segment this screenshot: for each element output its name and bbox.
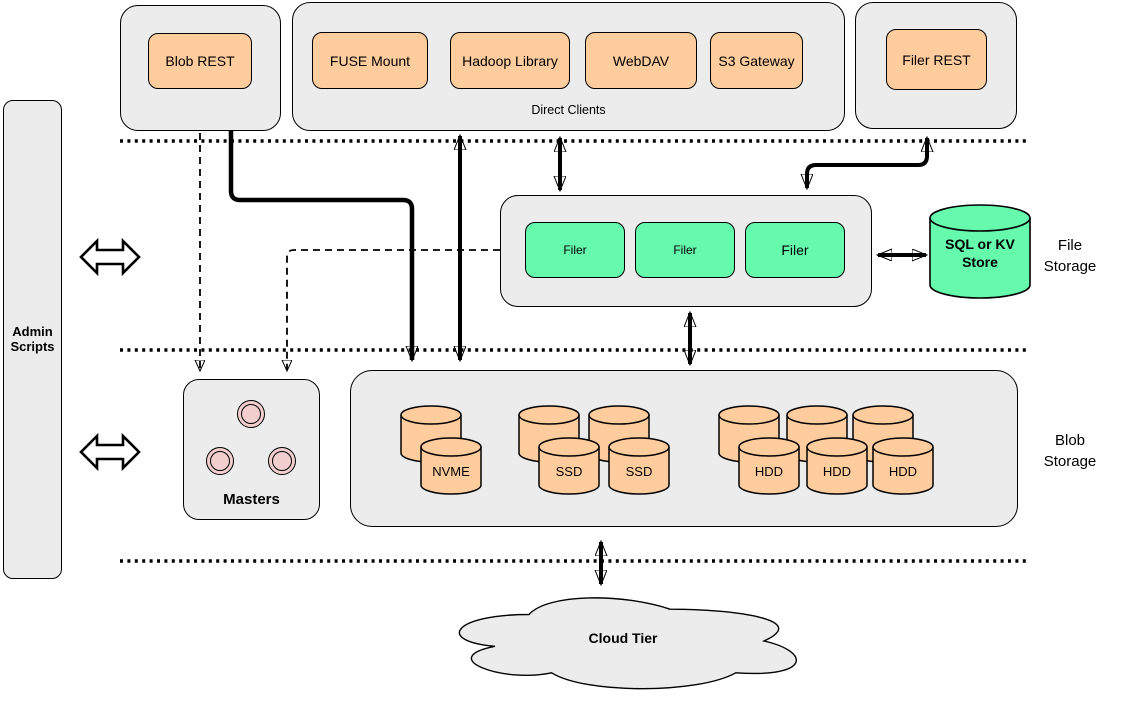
disk-cylinder-hdd: HDD [738,437,800,495]
filer-rest-node: Filer REST [886,29,987,90]
filer-label-3: Filer [781,242,809,258]
disk-cylinder-hdd: HDD [872,437,934,495]
disk-label: HDD [888,464,918,479]
filer-node-1: Filer [525,222,625,278]
fuse-mount-label: FUSE Mount [329,52,411,69]
filer-label-1: Filer [563,243,587,257]
filer-node-2: Filer [635,222,735,278]
file-storage-side-label: File Storage [1043,237,1097,275]
disk-cylinder-ssd: SSD [608,437,670,495]
cloud-tier-shape [435,588,811,694]
bidirectional-arrow-icon [79,237,141,277]
admin-scripts-label: Admin Scripts [10,323,55,354]
fuse-mount-node: FUSE Mount [312,32,428,89]
master-node-icon [206,447,234,475]
blob-storage-side-label: Blob Storage [1043,432,1097,470]
direct-clients-caption: Direct Clients [531,103,606,117]
filer-rest-label: Filer REST [902,51,971,68]
filer-node-3: Filer [745,222,845,278]
disk-cylinder-hdd: HDD [806,437,868,495]
disk-label: HDD [754,464,784,479]
filer-label-2: Filer [673,243,697,257]
blob-rest-label: Blob REST [165,53,235,69]
disk-cylinder-nvme: NVME [420,437,482,495]
cloud-tier-label: Cloud Tier [588,630,658,646]
cloud-icon [458,597,797,690]
arrow-blobrest-to-blobstorage [228,131,412,360]
s3-gateway-label: S3 Gateway [718,52,795,69]
hadoop-library-label: Hadoop Library [462,52,558,69]
hadoop-library-node: Hadoop Library [450,32,570,89]
blob-rest-node: Blob REST [148,33,252,89]
disk-label: SSD [625,464,653,479]
disk-label: SSD [555,464,583,479]
database-cylinder-icon [929,204,1031,299]
webdav-label: WebDAV [612,52,670,69]
master-node-icon [268,447,296,475]
arrow-filerrest-filer [807,138,927,188]
master-node-icon [237,400,265,428]
admin-scripts-bar: Admin Scripts [3,100,62,579]
dashed-arrow-filer-masters [287,249,500,370]
webdav-node: WebDAV [585,32,697,89]
disk-label: NVME [432,464,470,479]
disk-cylinder-ssd: SSD [538,437,600,495]
sql-kv-store-label: SQL or KV Store [945,236,1015,270]
disk-label: HDD [822,464,852,479]
sql-kv-store-cylinder: SQL or KV Store [929,204,1031,301]
masters-label: Masters [223,491,280,508]
bidirectional-arrow-icon [79,432,141,472]
s3-gateway-node: S3 Gateway [710,32,803,89]
